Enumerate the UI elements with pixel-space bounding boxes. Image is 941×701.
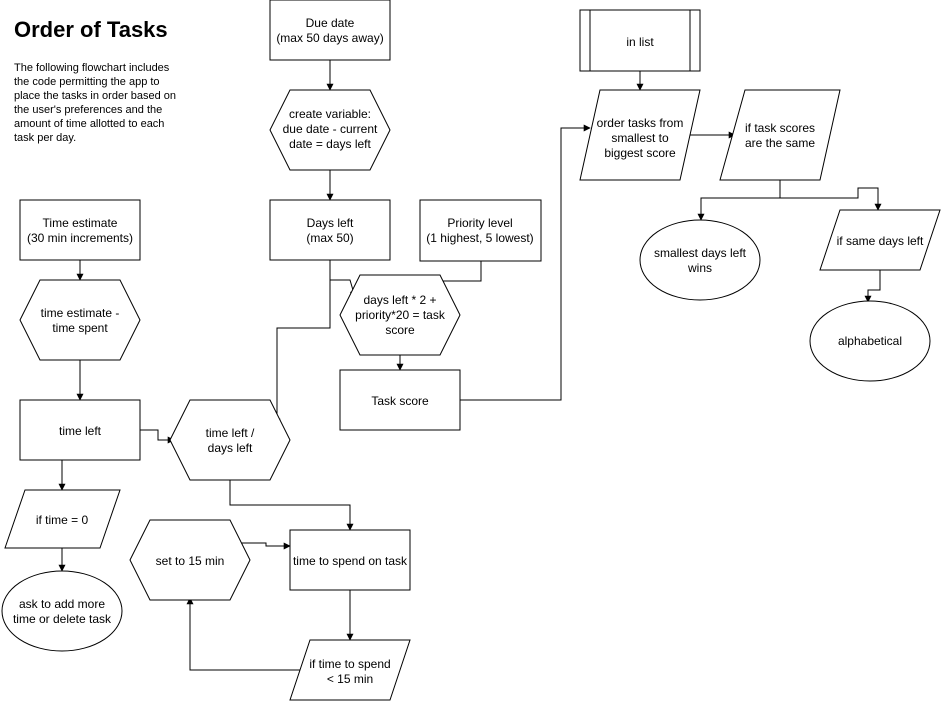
svg-text:time estimate -time spent: time estimate -time spent	[41, 306, 120, 335]
node-alphabetical: alphabetical	[809, 300, 931, 382]
edge-task-score-to-order	[460, 124, 591, 401]
svg-text:Task score: Task score	[371, 394, 429, 408]
node-time-left: time left	[19, 399, 141, 461]
node-task-score: Task score	[339, 369, 461, 431]
svg-text:time left: time left	[59, 424, 102, 438]
edge-days-left-to-time-left-div	[273, 260, 331, 426]
node-if-time-zero: if time = 0	[4, 489, 121, 549]
svg-text:if time to spend< 15 min: if time to spend< 15 min	[309, 657, 390, 686]
svg-text:Due date(max 50 days away): Due date(max 50 days away)	[276, 16, 383, 45]
edge-if-under-to-set-15	[186, 597, 300, 671]
node-priority-level: Priority level(1 highest, 5 lowest)	[419, 199, 542, 262]
node-time-estimate-minus-spent: time estimate -time spent	[19, 279, 141, 361]
node-time-to-spend: time to spend on task	[289, 529, 411, 591]
node-due-date: Due date(max 50 days away)	[269, 0, 391, 61]
svg-text:set to 15 min: set to 15 min	[156, 554, 225, 568]
svg-text:Days left(max 50): Days left(max 50)	[306, 216, 354, 245]
edge-same-days-to-alphabetical	[864, 270, 881, 303]
edges	[58, 60, 882, 671]
edge-priority-to-formula	[437, 261, 482, 290]
edge-if-same-to-same-days	[779, 180, 882, 211]
svg-text:time to spend on task: time to spend on task	[293, 554, 408, 568]
svg-text:time left /days left: time left /days left	[206, 426, 255, 455]
svg-text:if time = 0: if time = 0	[36, 513, 89, 527]
description-text: The following flowchart includes the cod…	[14, 62, 179, 144]
node-time-left-div-days-left: time left /days left	[169, 399, 291, 481]
node-if-under-15: if time to spend< 15 min	[289, 639, 411, 701]
node-days-left: Days left(max 50)	[269, 199, 391, 261]
edge-if-same-to-smallest	[697, 180, 781, 221]
node-if-same-days-left: if same days left	[819, 209, 941, 271]
page-title: Order of Tasks	[14, 17, 168, 42]
svg-text:Time estimate(30 min increment: Time estimate(30 min increments)	[27, 216, 133, 245]
svg-text:alphabetical: alphabetical	[838, 334, 902, 348]
svg-text:if same days left: if same days left	[837, 234, 924, 248]
svg-text:Priority level(1 highest, 5 lo: Priority level(1 highest, 5 lowest)	[426, 216, 533, 245]
edge-time-left-to-div	[140, 429, 175, 444]
node-in-list: in list	[579, 9, 701, 72]
node-time-estimate: Time estimate(30 min increments)	[19, 199, 141, 261]
node-set-15-min: set to 15 min	[129, 519, 251, 601]
svg-text:in list: in list	[626, 35, 654, 49]
edge-div-to-time-to-spend	[229, 480, 354, 531]
edge-set-15-to-time-to-spend	[240, 542, 291, 550]
